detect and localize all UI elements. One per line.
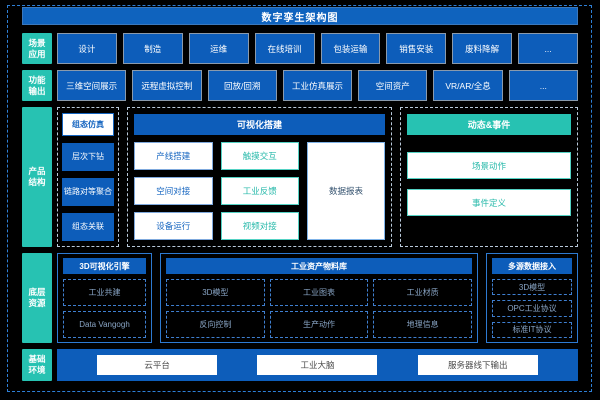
access-item-3d-model: 3D模型 bbox=[492, 279, 572, 296]
base-environment-bar: 云平台 工业大脑 服务器线下输出 bbox=[57, 349, 578, 381]
interact-item-industrial-feedback: 工业反馈 bbox=[220, 177, 299, 205]
scene-item-waste-degradation: 废料降解 bbox=[452, 33, 513, 64]
config-item-association: 组态关联 bbox=[62, 213, 114, 241]
dynamic-event-group: 动态&事件 场景动作 事件定义 bbox=[400, 107, 578, 247]
config-simulation-box: 组态仿真 bbox=[62, 113, 114, 136]
function-item-simulation-display: 工业仿真展示 bbox=[282, 70, 353, 101]
scene-item-manufacture: 制造 bbox=[122, 33, 183, 64]
build-item-device-operation: 设备运行 bbox=[134, 212, 213, 240]
row-label-product: 产品结构 bbox=[22, 107, 52, 247]
scene-item-packaging-transport: 包装运输 bbox=[320, 33, 381, 64]
resource-group-3d-engine: 3D可视化引擎 工业共建 Data Vangogh bbox=[57, 253, 152, 343]
asset-item-3d-model: 3D模型 bbox=[166, 279, 265, 306]
row-label-resources: 底层资源 bbox=[22, 253, 52, 343]
config-item-drilldown: 层次下钻 bbox=[62, 143, 114, 171]
base-item-cloud-platform: 云平台 bbox=[97, 355, 218, 375]
product-structure-row: 产品结构 组态仿真 层次下钻 链路对等聚合 组态关联 可视化搭建 产线搭建 空间… bbox=[22, 107, 578, 247]
resource-group-3d-engine-header: 3D可视化引擎 bbox=[63, 258, 146, 274]
resource-groups: 3D可视化引擎 工业共建 Data Vangogh 工业资产物料库 3D模型 工… bbox=[57, 253, 578, 343]
visual-build-header: 可视化搭建 bbox=[134, 114, 385, 135]
config-item-link-aggregation: 链路对等聚合 bbox=[62, 178, 114, 206]
function-output-row: 功能输出 三维空间展示 远程虚拟控制 回放/回溯 工业仿真展示 空间资产 VR/… bbox=[22, 70, 578, 101]
scene-item-operations: 运维 bbox=[188, 33, 249, 64]
scene-application-row: 场景应用 设计 制造 运维 在线培训 包装运输 销售安装 废料降解 ... bbox=[22, 33, 578, 64]
interaction-column: 触摸交互 工业反馈 视频对接 bbox=[220, 142, 299, 240]
asset-library-grid: 3D模型 工业图表 工业材质 反向控制 生产动作 地理信息 bbox=[166, 279, 472, 338]
interact-item-touch: 触摸交互 bbox=[220, 142, 299, 170]
resource-group-data-access: 多源数据接入 3D模型 OPC工业协议 标准IT协议 bbox=[486, 253, 578, 343]
asset-item-industrial-materials: 工业材质 bbox=[373, 279, 472, 306]
scene-item-sales-install: 销售安装 bbox=[386, 33, 447, 64]
asset-item-production-actions: 生产动作 bbox=[269, 311, 369, 338]
resource-group-asset-library-header: 工业资产物料库 bbox=[166, 258, 472, 274]
dynamic-item-event-definition: 事件定义 bbox=[407, 189, 571, 216]
row-label-scene: 场景应用 bbox=[22, 33, 52, 64]
row-label-function: 功能输出 bbox=[22, 70, 52, 101]
function-items: 三维空间展示 远程虚拟控制 回放/回溯 工业仿真展示 空间资产 VR/AR/全息… bbox=[57, 70, 578, 101]
access-item-opc-protocol: OPC工业协议 bbox=[492, 300, 572, 317]
scene-item-design: 设计 bbox=[57, 33, 117, 64]
dynamic-item-scene-action: 场景动作 bbox=[407, 152, 571, 179]
resource-row: 底层资源 3D可视化引擎 工业共建 Data Vangogh 工业资产物料库 3… bbox=[22, 253, 578, 343]
build-item-space-docking: 空间对接 bbox=[134, 177, 213, 205]
build-item-production-line: 产线搭建 bbox=[134, 142, 213, 170]
scene-item-online-training: 在线培训 bbox=[254, 33, 315, 64]
dynamic-event-header: 动态&事件 bbox=[407, 114, 571, 135]
resource-item-industrial-cobuild: 工业共建 bbox=[63, 279, 146, 306]
function-item-remote-control: 远程虚拟控制 bbox=[132, 70, 202, 101]
function-item-vr-ar: VR/AR/全息 bbox=[433, 70, 503, 101]
product-content: 组态仿真 层次下钻 链路对等聚合 组态关联 可视化搭建 产线搭建 空间对接 设备… bbox=[57, 107, 578, 247]
asset-item-reverse-control: 反向控制 bbox=[166, 311, 265, 338]
visual-build-body: 产线搭建 空间对接 设备运行 触摸交互 工业反馈 视频对接 数据报表 bbox=[134, 142, 385, 240]
base-item-industrial-brain: 工业大脑 bbox=[257, 355, 378, 375]
page-title: 数字孪生架构图 bbox=[22, 7, 578, 25]
function-item-playback: 回放/回溯 bbox=[207, 70, 277, 101]
function-item-more: ... bbox=[508, 70, 578, 101]
resource-item-data-vangogh: Data Vangogh bbox=[63, 311, 146, 338]
resource-group-data-access-header: 多源数据接入 bbox=[492, 258, 572, 274]
scene-item-more: ... bbox=[518, 33, 578, 64]
scene-items: 设计 制造 运维 在线培训 包装运输 销售安装 废料降解 ... bbox=[57, 33, 578, 64]
resource-group-asset-library: 工业资产物料库 3D模型 工业图表 工业材质 反向控制 生产动作 地理信息 bbox=[160, 253, 478, 343]
configuration-column: 组态仿真 层次下钻 链路对等聚合 组态关联 bbox=[57, 107, 119, 247]
asset-item-industrial-charts: 工业图表 bbox=[269, 279, 369, 306]
row-label-base: 基础环境 bbox=[22, 349, 52, 381]
visual-build-group: 可视化搭建 产线搭建 空间对接 设备运行 触摸交互 工业反馈 视频对接 数据报表 bbox=[127, 107, 392, 247]
access-item-it-protocol: 标准IT协议 bbox=[492, 321, 572, 338]
function-item-spatial-assets: 空间资产 bbox=[358, 70, 428, 101]
base-item-server-offline-output: 服务器线下输出 bbox=[417, 355, 538, 375]
base-environment-row: 基础环境 云平台 工业大脑 服务器线下输出 bbox=[22, 349, 578, 381]
asset-item-geographic-info: 地理信息 bbox=[373, 311, 472, 338]
interact-item-video-docking: 视频对接 bbox=[220, 212, 299, 240]
function-item-3d-display: 三维空间展示 bbox=[57, 70, 127, 101]
build-column: 产线搭建 空间对接 设备运行 bbox=[134, 142, 213, 240]
data-report-box: 数据报表 bbox=[307, 142, 385, 240]
